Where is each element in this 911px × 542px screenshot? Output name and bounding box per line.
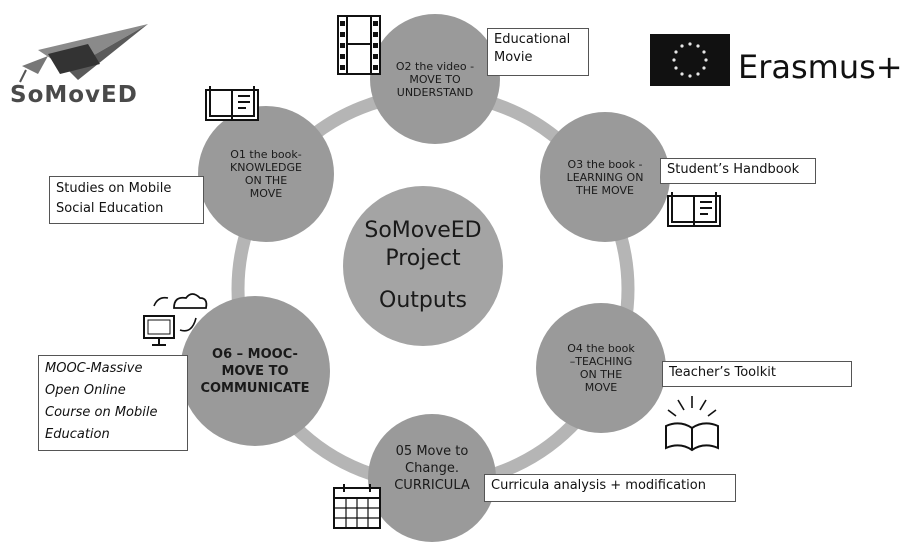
center-title: SoMoveED: [364, 218, 482, 243]
label-o2: Educational Movie: [487, 28, 589, 76]
node-o1: O1 the book- KNOWLEDGE ON THE MOVE: [198, 106, 334, 242]
label-o4: Teacher’s Toolkit: [662, 361, 852, 387]
node-o2-label: O2 the video - MOVE TO UNDERSTAND: [395, 59, 475, 99]
center-project: Project: [385, 246, 461, 271]
open-book-icon: [205, 86, 259, 121]
node-o3: O3 the book - LEARNING ON THE MOVE: [540, 112, 670, 242]
label-o1: Studies on Mobile Social Education: [49, 176, 204, 224]
calendar-icon: [333, 484, 381, 529]
center-outputs: Outputs: [379, 288, 467, 313]
node-o4-label: O4 the book –TEACHING ON THE MOVE: [567, 342, 635, 394]
magic-book-icon: [665, 396, 719, 452]
paper-plane-graduation-cap-icon: [19, 24, 148, 83]
node-o4: O4 the book –TEACHING ON THE MOVE: [536, 303, 666, 433]
open-book-icon: [667, 192, 721, 227]
eu-flag-icon: [650, 34, 730, 86]
label-o6: MOOC-Massive Open Online Course on Mobil…: [38, 355, 188, 451]
somoved-logo: SoMovED: [8, 18, 158, 114]
node-o6-label: O6 – MOOC- MOVE TO COMMUNICATE: [200, 346, 310, 396]
computer-cloud-sync-icon: [143, 293, 208, 346]
node-o6: O6 – MOOC- MOVE TO COMMUNICATE: [180, 296, 330, 446]
film-strip-icon: [337, 15, 381, 75]
logo-text: SoMovED: [10, 82, 138, 108]
erasmus-logo: Erasmus+: [650, 34, 905, 94]
erasmus-text: Erasmus+: [738, 48, 903, 86]
center-node: SoMoveED Project Outputs: [343, 186, 503, 346]
node-o1-label: O1 the book- KNOWLEDGE ON THE MOVE: [230, 148, 302, 200]
label-o3: Student’s Handbook: [660, 158, 816, 184]
node-o2: O2 the video - MOVE TO UNDERSTAND: [370, 14, 500, 144]
node-o5-label: 05 Move to Change. CURRICULA: [394, 443, 470, 493]
node-o5: 05 Move to Change. CURRICULA: [368, 414, 496, 542]
node-o3-label: O3 the book - LEARNING ON THE MOVE: [566, 157, 644, 197]
label-o5: Curricula analysis + modification: [484, 474, 736, 502]
